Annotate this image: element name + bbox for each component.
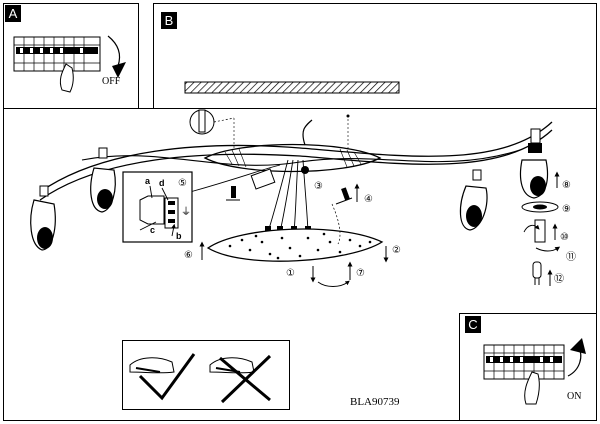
panel-b-label: B	[161, 12, 177, 29]
step-10: ⑩	[560, 232, 569, 243]
power-cable	[302, 119, 313, 146]
no-go-hint-frame	[122, 340, 290, 410]
mount-hole	[346, 114, 350, 118]
breaker-panel-c	[483, 338, 586, 405]
rotate-arrow	[317, 280, 350, 287]
spot-lamp-1	[30, 185, 56, 251]
step-3: ③	[314, 181, 323, 192]
screw-icon-left	[226, 186, 240, 201]
screw-icon-right	[335, 187, 353, 205]
lamp-socket	[523, 219, 546, 243]
ground-symbol: ⏚	[181, 206, 191, 218]
lamp-ring	[521, 201, 559, 213]
model-code: BLA90739	[350, 396, 400, 408]
panel-c-label: C	[465, 316, 481, 333]
breaker-panel-a	[13, 35, 126, 93]
glass-shade-dots	[228, 232, 372, 260]
terminal-block	[250, 168, 276, 190]
off-caption: OFF	[102, 76, 121, 87]
ceiling-hatch	[184, 81, 400, 94]
step-8: ⑧	[562, 180, 571, 191]
shade-guide-line	[331, 203, 341, 245]
wiring-letter-c: c	[150, 225, 155, 235]
wiring-letter-a: a	[145, 176, 151, 186]
step-2: ②	[392, 245, 401, 256]
step-11-arrow	[535, 246, 561, 252]
fixture-arm-upper	[39, 121, 553, 193]
wiring-letter-d: d	[159, 178, 165, 188]
spot-lamp-2	[90, 147, 116, 213]
drill-icon	[189, 109, 235, 135]
spot-lamp-4	[519, 128, 549, 199]
on-caption: ON	[567, 391, 581, 402]
wire-nut	[301, 166, 309, 174]
no-touch-hint-right	[209, 354, 272, 404]
step-5: ⑤	[178, 178, 187, 189]
fixture-canopy	[203, 143, 382, 173]
panel-a-label: A	[5, 5, 21, 22]
g9-bulb-icon	[532, 261, 542, 285]
step-9: ⑨	[562, 204, 571, 215]
wiring-letter-b: b	[176, 231, 182, 241]
glass-shade	[206, 228, 384, 262]
step-6: ⑥	[184, 250, 193, 261]
spot-lamp-3	[459, 169, 488, 231]
step-4: ④	[364, 194, 373, 205]
fixture-arm-cross	[81, 149, 521, 166]
no-touch-hint-left	[129, 353, 196, 401]
step-11: ⑪	[566, 251, 576, 263]
step-1: ①	[286, 268, 295, 279]
step-12: ⑫	[554, 273, 564, 285]
step-7: ⑦	[356, 268, 365, 279]
wiring-detail-drawing	[139, 185, 179, 237]
